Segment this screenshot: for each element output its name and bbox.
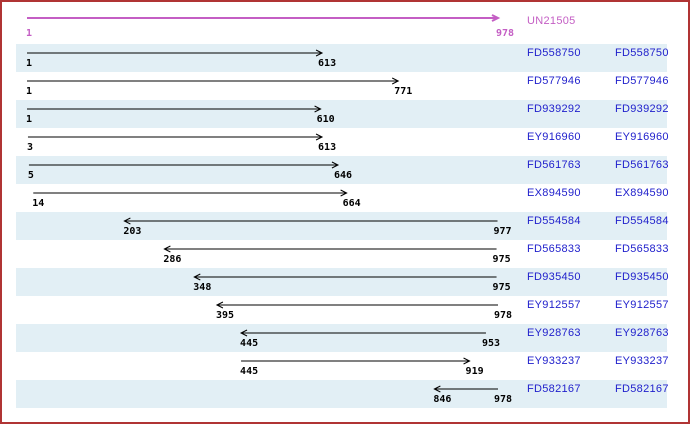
row-background [16, 44, 667, 72]
alignment-start-coord: 1 [26, 58, 33, 69]
sequence-id-link-secondary[interactable]: EY912557 [615, 299, 669, 311]
alignment-row: 1 610 FD939292 FD939292 [2, 100, 688, 128]
alignment-end-coord: 919 [465, 366, 484, 377]
alignment-end-coord: 613 [318, 142, 337, 153]
alignment-arrow [163, 245, 497, 253]
alignment-end-coord: 977 [493, 226, 512, 237]
alignment-row: 3 613 EY916960 EY916960 [2, 128, 688, 156]
alignment-arrow [27, 77, 400, 85]
alignment-end-coord: 975 [492, 254, 511, 265]
sequence-id-link-secondary[interactable]: EY916960 [615, 131, 669, 143]
alignment-row: 445 953 EY928763 EY928763 [2, 324, 688, 352]
alignment-start-coord: 286 [163, 254, 182, 265]
alignment-arrow [33, 189, 348, 197]
alignment-row: 14 664 EX894590 EX894590 [2, 184, 688, 212]
alignment-end-coord: 978 [494, 310, 513, 321]
alignment-arrow [241, 357, 471, 365]
alignment-start-coord: 203 [123, 226, 142, 237]
alignment-arrow [27, 133, 324, 141]
alignment-row: 1 771 FD577946 FD577946 [2, 72, 688, 100]
alignment-row: 203 977 FD554584 FD554584 [2, 212, 688, 240]
alignment-end-coord: 646 [333, 170, 352, 181]
reference-start-coord: 1 [26, 28, 33, 39]
sequence-id-link-secondary[interactable]: FD577946 [615, 75, 669, 87]
sequence-id-link-secondary[interactable]: FD554584 [615, 215, 669, 227]
alignment-arrow [433, 385, 498, 393]
sequence-id-link-secondary[interactable]: EY933237 [615, 355, 669, 367]
alignment-row: 348 975 FD935450 FD935450 [2, 268, 688, 296]
alignment-arrow [27, 105, 322, 113]
sequence-id-link[interactable]: FD577946 [527, 75, 581, 87]
alignment-start-coord: 14 [32, 198, 45, 209]
sequence-id-link[interactable]: EY916960 [527, 131, 581, 143]
sequence-id-link[interactable]: EY928763 [527, 327, 581, 339]
alignment-arrow [27, 49, 324, 57]
alignment-row: 395 978 EY912557 EY912557 [2, 296, 688, 324]
alignment-end-coord: 771 [394, 86, 413, 97]
sequence-id-link[interactable]: FD582167 [527, 383, 581, 395]
sequence-id-link-secondary[interactable]: FD939292 [615, 103, 669, 115]
alignment-row: 5 646 FD561763 FD561763 [2, 156, 688, 184]
sequence-id-link[interactable]: EY912557 [527, 299, 581, 311]
alignment-arrow [239, 329, 486, 337]
reference-arrow [27, 14, 501, 22]
sequence-id-link-secondary[interactable]: FD935450 [615, 271, 669, 283]
alignment-row: 286 975 FD565833 FD565833 [2, 240, 688, 268]
alignment-arrow [28, 161, 340, 169]
row-background [16, 100, 667, 128]
sequence-id-link-secondary[interactable]: FD565833 [615, 243, 669, 255]
sequence-id-link[interactable]: FD558750 [527, 47, 581, 59]
alignment-start-coord: 846 [433, 394, 452, 405]
alignment-start-coord: 348 [193, 282, 212, 293]
row-background [16, 380, 667, 408]
sequence-id-link[interactable]: EY933237 [527, 355, 581, 367]
alignment-end-coord: 610 [316, 114, 335, 125]
row-background [16, 324, 667, 352]
alignment-end-coord: 664 [342, 198, 361, 209]
sequence-id-link[interactable]: FD935450 [527, 271, 581, 283]
alignment-start-coord: 445 [240, 338, 259, 349]
alignment-start-coord: 1 [26, 114, 33, 125]
alignment-start-coord: 395 [215, 310, 234, 321]
alignment-start-coord: 5 [27, 170, 34, 181]
sequence-id-link[interactable]: FD561763 [527, 159, 581, 171]
alignment-rows: 1 613 FD558750 FD558750 1 771 FD577946 FD577946… [2, 44, 688, 408]
alignment-start-coord: 1 [26, 86, 33, 97]
sequence-id-link[interactable]: FD939292 [527, 103, 581, 115]
reference-id-label: UN21505 [527, 15, 576, 27]
alignment-arrow [193, 273, 497, 281]
sequence-id-link-secondary[interactable]: FD582167 [615, 383, 669, 395]
alignment-end-coord: 953 [481, 338, 500, 349]
sequence-id-link[interactable]: FD554584 [527, 215, 581, 227]
alignment-arrow [123, 217, 498, 225]
alignment-end-coord: 613 [318, 58, 337, 69]
alignment-start-coord: 3 [26, 142, 33, 153]
reference-end-coord: 978 [496, 28, 515, 39]
alignment-end-coord: 978 [494, 394, 513, 405]
sequence-id-link[interactable]: EX894590 [527, 187, 581, 199]
sequence-id-link-secondary[interactable]: FD558750 [615, 47, 669, 59]
alignment-start-coord: 445 [240, 366, 259, 377]
sequence-id-link[interactable]: FD565833 [527, 243, 581, 255]
alignment-end-coord: 975 [492, 282, 511, 293]
sequence-id-link-secondary[interactable]: EX894590 [615, 187, 669, 199]
alignment-row: 1 613 FD558750 FD558750 [2, 44, 688, 72]
row-background [16, 268, 667, 296]
sequence-id-link-secondary[interactable]: FD561763 [615, 159, 669, 171]
sequence-id-link-secondary[interactable]: EY928763 [615, 327, 669, 339]
alignment-row: 445 919 EY933237 EY933237 [2, 352, 688, 380]
alignment-arrow [215, 301, 498, 309]
reference-row: 1 978 UN21505 [2, 2, 688, 44]
alignment-row: 846 978 FD582167 FD582167 [2, 380, 688, 408]
row-background [16, 212, 667, 240]
row-background [16, 156, 667, 184]
